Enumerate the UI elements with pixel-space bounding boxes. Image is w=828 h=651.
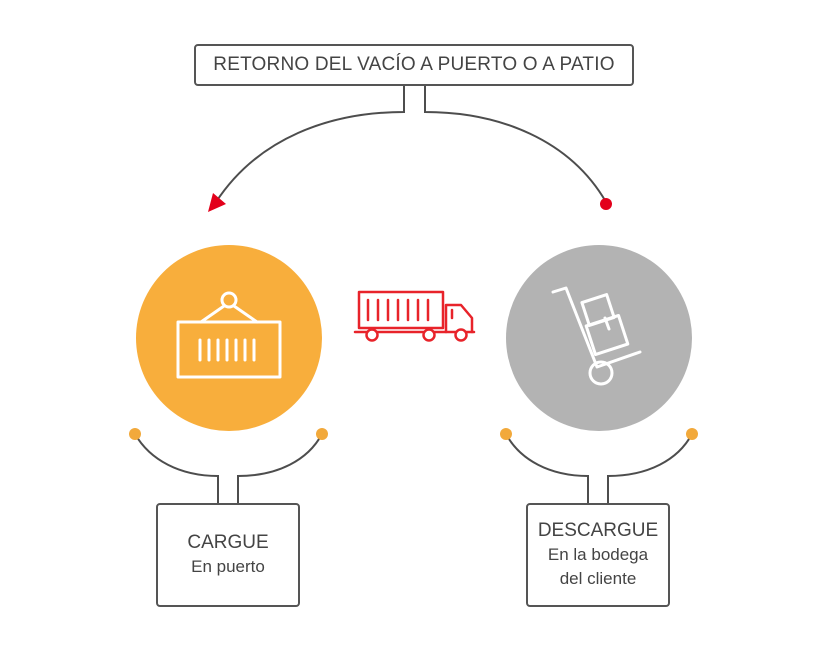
top-right-connector xyxy=(424,86,607,203)
connector-dot xyxy=(500,428,512,440)
cargue-title: CARGUE xyxy=(187,532,269,553)
cargue-subtitle: En puerto xyxy=(191,557,265,576)
cargue-label-box: CARGUE En puerto xyxy=(156,503,300,607)
descargue-title: DESCARGUE xyxy=(537,520,659,541)
descargue-label-box: DESCARGUE En la bodega del cliente xyxy=(526,503,670,607)
connector-dot xyxy=(600,198,612,210)
bottom-right-connector-right xyxy=(607,433,693,503)
hand-truck-boxes-icon xyxy=(551,286,642,386)
top-left-connector xyxy=(215,86,405,203)
arrowhead-icon xyxy=(208,193,226,212)
connector-dot xyxy=(316,428,328,440)
connector-dot xyxy=(129,428,141,440)
descargue-circle xyxy=(506,245,692,431)
retorno-label-box: RETORNO DEL VACÍO A PUERTO O A PATIO xyxy=(194,44,634,86)
shipping-container-icon xyxy=(176,291,282,379)
retorno-label: RETORNO DEL VACÍO A PUERTO O A PATIO xyxy=(213,54,615,75)
cargue-circle xyxy=(136,245,322,431)
bottom-left-connector-left xyxy=(134,433,219,503)
connector-dot xyxy=(686,428,698,440)
container-truck-icon xyxy=(353,290,476,342)
bottom-right-connector-left xyxy=(505,433,589,503)
descargue-subtitle-line1: En la bodega xyxy=(547,545,649,564)
descargue-subtitle-line2: del cliente xyxy=(559,569,637,588)
bottom-left-connector-right xyxy=(237,433,323,503)
